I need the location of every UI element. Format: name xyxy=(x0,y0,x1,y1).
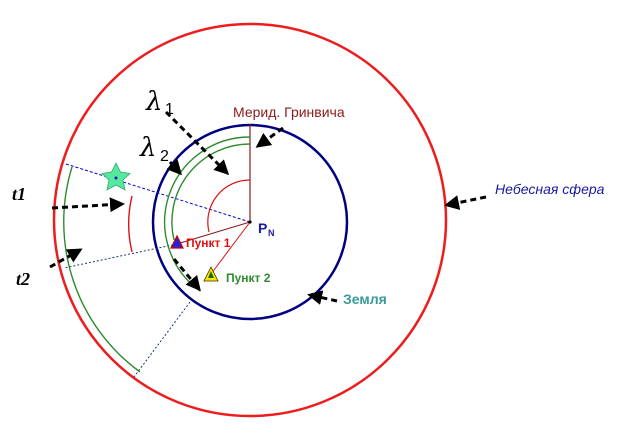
t1-inner-arc xyxy=(207,179,251,233)
t1-pointer-arrow xyxy=(51,197,125,213)
point1-label: Пункт 1 xyxy=(186,236,231,250)
point1-direction-line xyxy=(176,221,251,245)
celestial-sphere-circle xyxy=(52,22,448,418)
celestial-sphere-pointer-arrow xyxy=(444,195,487,210)
lambda1-pointer-arrow xyxy=(164,110,230,176)
star-center xyxy=(114,176,118,180)
point2-pointer-arrow xyxy=(172,258,201,292)
star-direction-line xyxy=(65,163,251,223)
earth-label: Земля xyxy=(343,291,387,307)
point2-extension-line xyxy=(133,301,191,378)
t2-label: t2 xyxy=(16,269,30,289)
t2-pointer-arrow xyxy=(49,248,83,269)
point1-marker-icon xyxy=(170,234,184,249)
celestial-sphere-label: Небесная сфера xyxy=(495,181,605,197)
point2-label: Пункт 2 xyxy=(226,271,271,285)
lambda2-subscript: 2 xyxy=(160,148,169,165)
t1-label: t1 xyxy=(12,184,26,204)
earth-pointer-arrow xyxy=(307,290,338,305)
greenwich-meridian-label: Мерид. Гринвича xyxy=(233,104,345,120)
point2-direction-line xyxy=(210,221,251,275)
point1-extension-line xyxy=(63,243,178,269)
point2-marker-core xyxy=(208,271,214,278)
t1-small-arc xyxy=(128,195,133,253)
pole-label: P xyxy=(258,220,267,236)
pole-dot xyxy=(248,220,252,224)
pole-subscript: N xyxy=(268,228,275,238)
lambda2-label: λ xyxy=(139,133,156,163)
lambda1-subscript: 1 xyxy=(165,101,174,118)
lambda2-pointer-arrow xyxy=(166,159,183,176)
meridian-pointer-arrow xyxy=(255,126,284,148)
lambda1-label: λ xyxy=(145,87,162,117)
t2-arc xyxy=(63,166,141,373)
lambda2-arc xyxy=(164,136,251,292)
lambda1-arc xyxy=(171,143,251,241)
